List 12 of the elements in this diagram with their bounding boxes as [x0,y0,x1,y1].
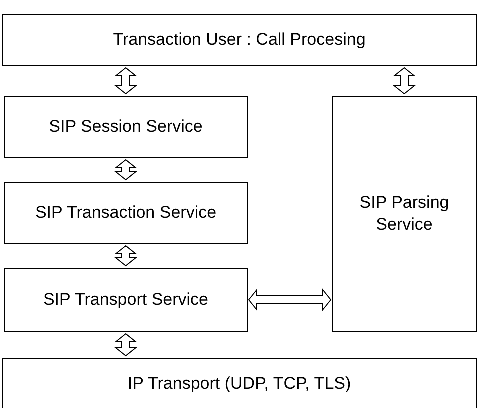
layer-box: SIP Transaction Service [4,182,248,244]
double-arrow [114,245,138,267]
layer-box: Transaction User : Call Procesing [2,14,477,66]
double-arrow [114,333,138,357]
double-arrow [248,288,332,312]
layer-box: IP Transport (UDP, TCP, TLS) [2,358,477,408]
layer-box: SIP Transport Service [4,268,248,332]
double-arrow [393,67,416,95]
double-arrow [114,159,138,181]
double-arrow [114,67,138,95]
layer-box: SIP Session Service [4,96,248,158]
layer-box: SIP Parsing Service [332,96,477,332]
